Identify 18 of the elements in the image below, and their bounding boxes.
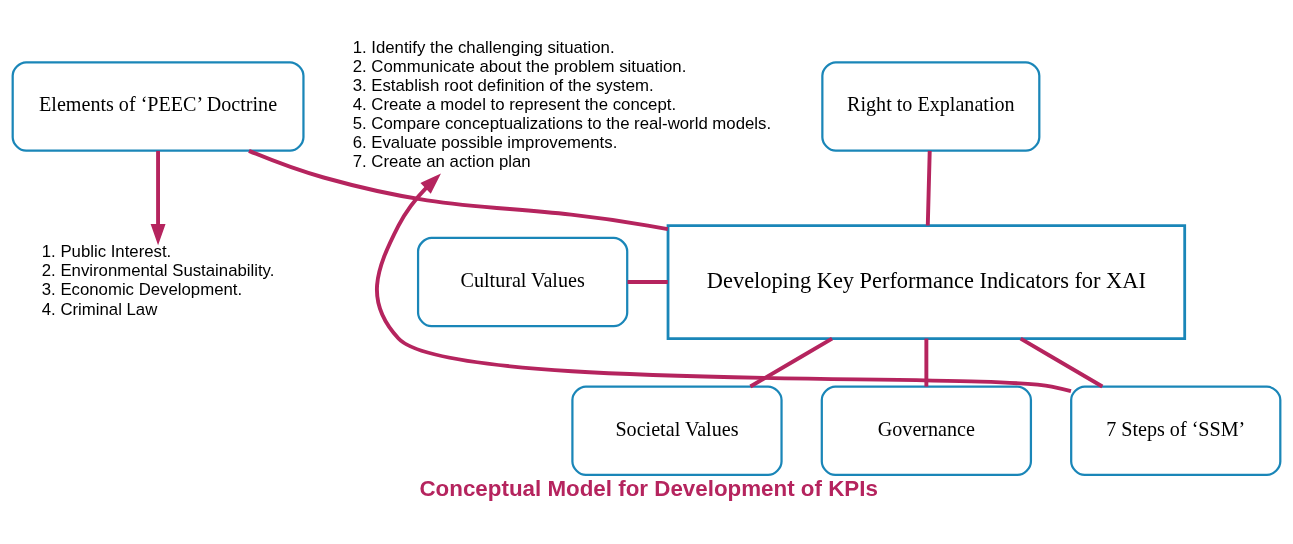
connector bbox=[627, 280, 668, 284]
connector bbox=[749, 336, 834, 389]
node-box: Developing Key Performance Indicators for XAI bbox=[666, 224, 1187, 340]
caption: Conceptual Model for Development of KPIs bbox=[419, 476, 878, 502]
connector bbox=[925, 150, 932, 226]
node-box: Societal Values bbox=[571, 385, 783, 477]
node-box: Elements of ‘PEEC’ Doctrine bbox=[11, 61, 305, 152]
node-box: Cultural Values bbox=[416, 236, 629, 328]
arrow bbox=[375, 173, 1072, 394]
node-box: 7 Steps of ‘SSM’ bbox=[1070, 385, 1282, 477]
node-text: 1. Identify the challenging situation. 2. Communicate about the problem situation. 3. Establish root definition of the system. 4. Create a model to represent the concept. 5. Compare conceptualizations to the real-world models. 6. Evaluate possible improvements. 7. Create an action plan bbox=[352, 38, 772, 172]
arrow bbox=[150, 150, 166, 246]
connector bbox=[248, 149, 669, 232]
node-box: Governance bbox=[820, 385, 1033, 477]
connector bbox=[1019, 336, 1104, 389]
node-box: Right to Explanation bbox=[821, 61, 1041, 152]
node-text: 1. Public Interest. 2. Environmental Sustainability. 3. Economic Development. 4. Criminal Law bbox=[41, 242, 275, 319]
connector bbox=[924, 338, 929, 387]
